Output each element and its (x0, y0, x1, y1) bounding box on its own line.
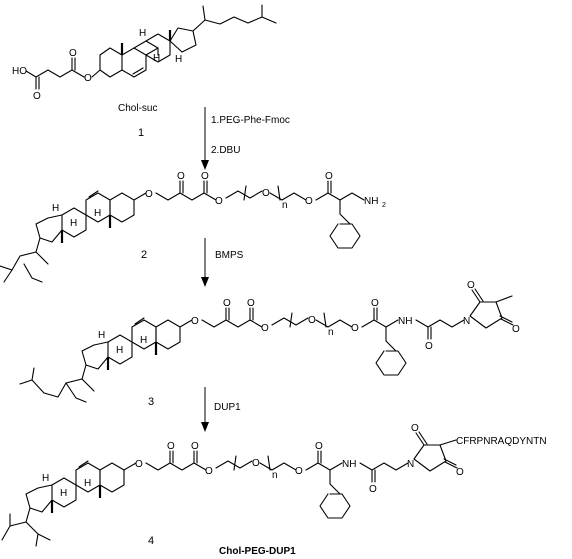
atom-oxygen: O (205, 466, 213, 477)
atom-hydrogen: H (42, 473, 49, 484)
atom-oxygen: O (177, 171, 185, 182)
compound-4-structure (1, 431, 458, 547)
atom-hydroxyl: HO (12, 66, 27, 77)
compound-1-structure (25, 4, 277, 90)
atom-oxygen: O (201, 171, 209, 182)
atom-oxygen: O (69, 48, 77, 59)
atom-oxygen: O (512, 324, 520, 335)
repeat-n: n (328, 327, 334, 338)
repeat-n: n (272, 470, 278, 481)
atom-oxygen: O (315, 441, 323, 452)
atom-oxygen: O (308, 315, 316, 326)
atom-nitrogen: N (463, 316, 470, 327)
compound-1-name: Chol-suc (118, 103, 157, 114)
compound-1-number: 1 (138, 127, 144, 139)
atom-oxygen: O (295, 466, 303, 477)
atom-oxygen: O (325, 171, 333, 182)
atom-oxygen: O (262, 188, 270, 199)
atom-oxygen: O (223, 298, 231, 309)
atom-hydrogen: H (98, 330, 105, 341)
step-1-reagent-1: 1.PEG-Phe-Fmoc (211, 115, 290, 126)
atom-oxygen: O (369, 484, 377, 495)
compound-2-structure (0, 180, 365, 283)
peptide-sequence: CFRPNRAQDYNTN (456, 436, 547, 447)
atom-oxygen: O (425, 341, 433, 352)
atom-hydrogen: H (52, 203, 59, 214)
atom-amine: NH (364, 196, 378, 207)
arrow-head (201, 160, 209, 170)
compound-4-number: 4 (148, 535, 154, 547)
atom-oxygen: O (467, 280, 475, 291)
arrow-head (201, 422, 209, 432)
atom-oxygen: O (33, 91, 41, 102)
repeat-n: n (282, 200, 288, 211)
compound-4-name: Chol-PEG-DUP1 (219, 546, 296, 557)
atom-hydrogen: H (139, 28, 146, 39)
atom-hydrogen: H (153, 53, 160, 64)
atom-hydrogen: H (140, 335, 147, 346)
atom-oxygen: O (167, 441, 175, 452)
compound-3-number: 3 (148, 396, 154, 408)
atom-oxygen: O (456, 467, 464, 478)
atom-hydrogen: H (70, 218, 77, 229)
atom-hydrogen: H (116, 345, 123, 356)
compound-2-number: 2 (141, 249, 147, 261)
atom-oxygen: O (191, 316, 199, 327)
atom-oxygen: O (252, 458, 260, 469)
compound-3-structure (19, 288, 514, 403)
atom-oxygen: O (145, 189, 153, 200)
atom-amine: NH (342, 459, 356, 470)
atom-hydrogen: H (175, 54, 182, 65)
atom-nitrogen: N (407, 459, 414, 470)
atom-oxygen: O (135, 459, 143, 470)
atom-oxygen: O (411, 423, 419, 434)
atom-oxygen: O (191, 441, 199, 452)
atom-oxygen: O (305, 196, 313, 207)
atom-amine: NH (398, 316, 412, 327)
atom-hydrogen: H (84, 478, 91, 489)
step-3-reagent-1: DUP1 (214, 402, 241, 413)
step-2-reagent-1: BMPS (215, 250, 244, 261)
atom-oxygen: O (351, 323, 359, 334)
atom-oxygen: O (371, 298, 379, 309)
atom-amine-subscript: 2 (382, 202, 386, 209)
atom-oxygen: O (261, 323, 269, 334)
atom-oxygen: O (247, 298, 255, 309)
step-1-reagent-2: 2.DBU (211, 145, 240, 156)
atom-oxygen: O (84, 73, 92, 84)
atom-oxygen: O (215, 196, 223, 207)
atom-hydrogen: H (94, 208, 101, 219)
arrow-head (201, 277, 209, 287)
atom-hydrogen: H (60, 488, 67, 499)
